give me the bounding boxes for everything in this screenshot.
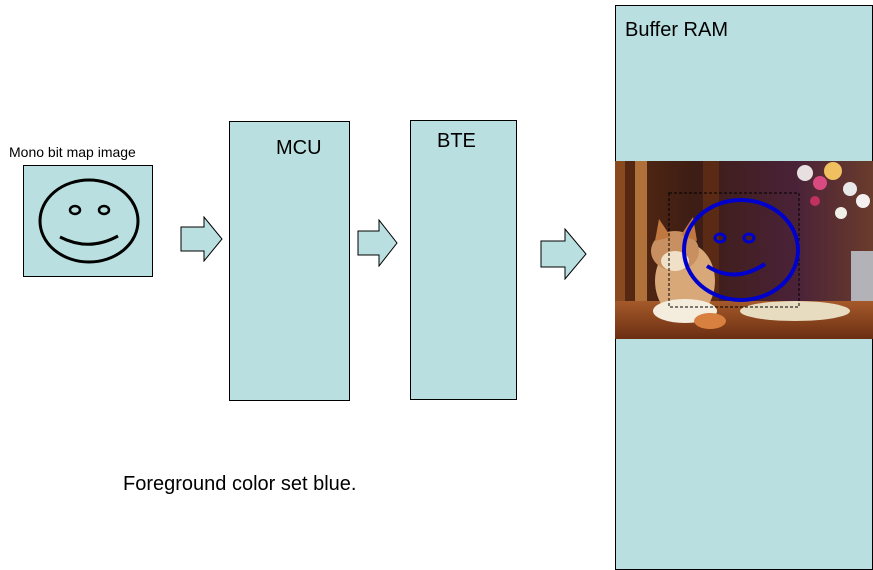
- mcu-block: [229, 121, 350, 401]
- caption: Foreground color set blue.: [123, 473, 356, 496]
- mcu-label: MCU: [276, 137, 322, 160]
- cat-photo: [615, 161, 873, 339]
- arrow-right-icon: [180, 216, 224, 262]
- arrow-right-icon: [357, 219, 399, 267]
- bte-block: [410, 120, 517, 400]
- bte-label: BTE: [437, 130, 476, 153]
- arrow-right-icon: [540, 228, 588, 280]
- source-label: Mono bit map image: [9, 144, 136, 160]
- buffer-ram-label: Buffer RAM: [625, 19, 728, 42]
- smiley-icon: [24, 166, 152, 276]
- mono-bitmap-box: [23, 165, 153, 277]
